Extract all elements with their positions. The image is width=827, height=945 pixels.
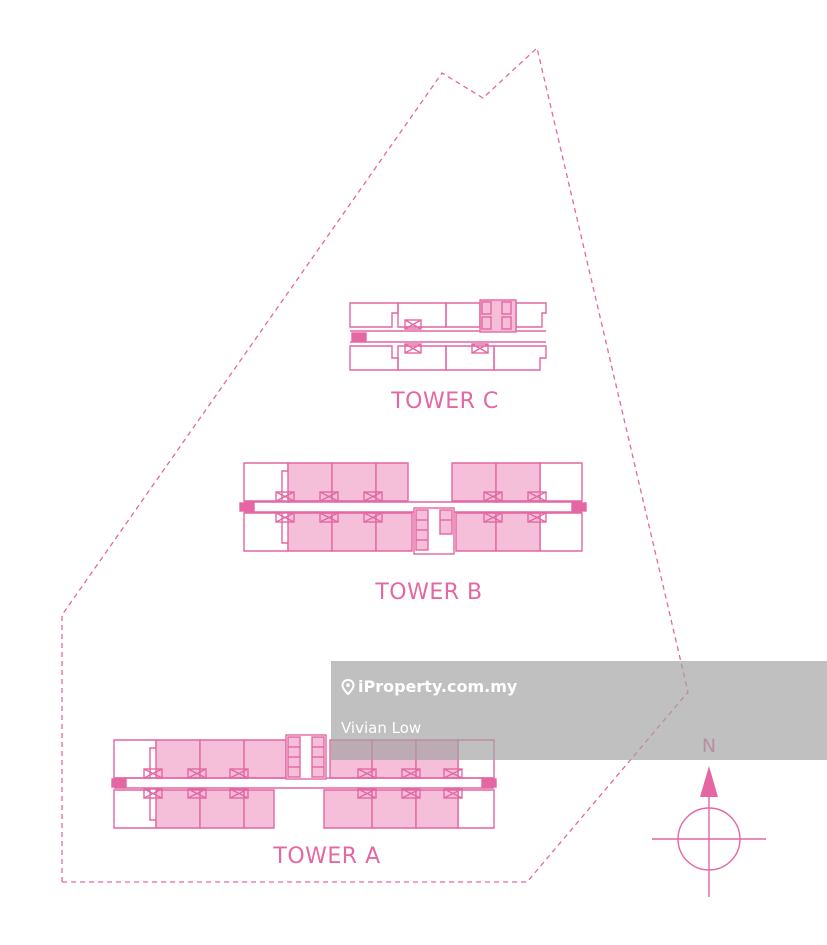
tower-c-plan [349,299,547,371]
location-pin-icon [341,678,355,695]
watermark-agent-name: Vivian Low [341,719,422,737]
watermark-overlay: iProperty.com.my Vivian Low [331,661,827,760]
watermark-brand-text: iProperty.com.my [358,677,518,696]
watermark-brand: iProperty.com.my [341,677,517,696]
site-boundary [61,46,689,883]
tower-a-label: TOWER A [272,844,380,869]
tower-b-label: TOWER B [374,580,482,605]
tower-b-plan [239,462,587,555]
tower-c-label: TOWER C [390,389,499,414]
